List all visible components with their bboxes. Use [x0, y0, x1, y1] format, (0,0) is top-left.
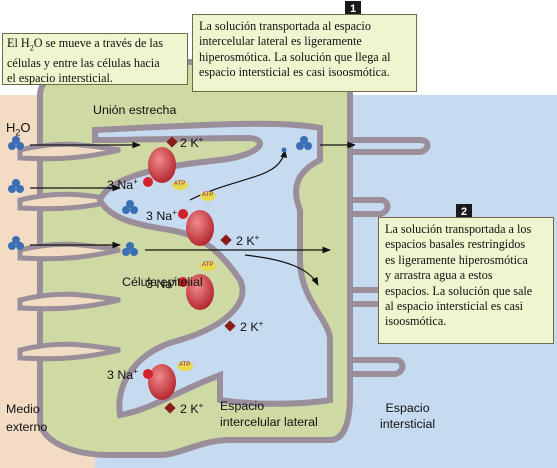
water-molecule [122, 242, 138, 256]
potassium-ion [166, 136, 178, 148]
sodium-ion [143, 177, 153, 187]
potassium-ion [224, 320, 236, 332]
tight-junction-label: Unión estrecha [93, 103, 177, 117]
step-number-2: 2 [456, 204, 472, 220]
atp-badge [172, 180, 188, 190]
na-label-2: 3 Na+ [146, 208, 177, 224]
k-label-3: 2 K+ [240, 319, 264, 335]
water-molecule [8, 179, 24, 193]
sodium-ion [143, 369, 153, 379]
sodium-ion [178, 277, 188, 287]
k-label-1: 2 K+ [180, 135, 204, 151]
k-label-2: 2 K+ [236, 233, 260, 249]
atp-label-1: ATP [174, 181, 186, 187]
callout-water-movement: El H2O se mueve a través de las células … [2, 33, 188, 85]
epithelial-cell-label: Célula epitelial [122, 275, 203, 289]
atp-badge [200, 191, 216, 201]
callout-step-2: La solución transportada a los espacios … [378, 217, 554, 344]
step-number-1: 1 [345, 1, 361, 17]
water-label: H2O [6, 120, 31, 138]
na-k-pump-2 [178, 191, 232, 246]
atp-badge [200, 261, 216, 271]
callout-step-1: La solución transportada al espacio inte… [192, 14, 417, 92]
na-k-pump-3 [178, 261, 236, 332]
na-label-1: 3 Na+ [107, 177, 138, 193]
atp-label-2: ATP [202, 192, 214, 198]
na-k-pump-1 [143, 136, 188, 190]
water-molecule [296, 136, 312, 150]
water-molecules [8, 136, 312, 256]
water-molecule [8, 236, 24, 250]
sodium-ion [178, 209, 188, 219]
external-medium-label: Medio externo [6, 402, 48, 434]
na-label-3: 3 Na+ [146, 276, 177, 292]
lateral-space-label: Espacio intercelular lateral [220, 399, 318, 429]
water-molecule [281, 147, 287, 153]
potassium-ion [164, 402, 176, 414]
water-molecule [122, 200, 138, 214]
na-label-4: 3 Na+ [107, 367, 138, 383]
lateral-intercellular-space [92, 120, 333, 419]
atp-label-4: ATP [179, 362, 191, 368]
atp-badge [177, 361, 193, 371]
na-k-pump-4 [143, 361, 193, 414]
atp-label-3: ATP [202, 262, 214, 268]
water-molecule [8, 136, 24, 150]
potassium-ion [220, 234, 232, 246]
k-label-4: 2 K+ [180, 401, 204, 417]
interstitial-space-label: Espacio intersticial [380, 401, 436, 431]
